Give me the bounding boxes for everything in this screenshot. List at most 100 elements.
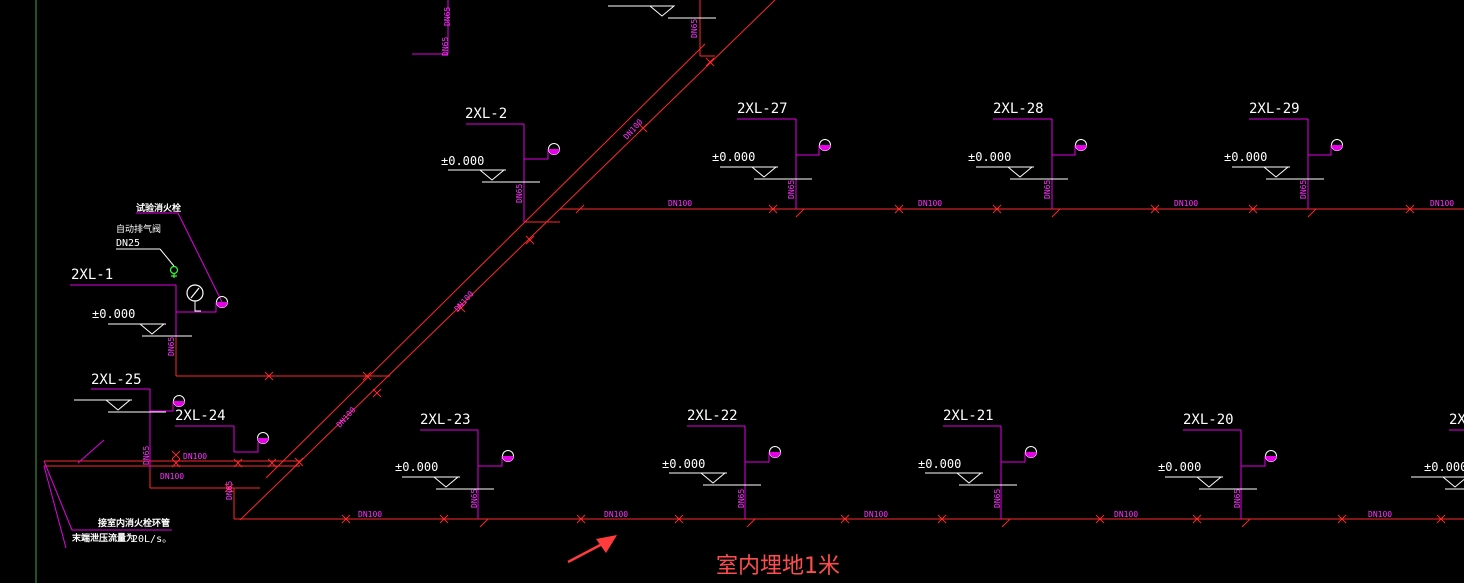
pipe-size-label-dn65: DN65 xyxy=(1233,489,1242,508)
gate-valve-mark xyxy=(362,371,372,381)
pipe-slash-mark xyxy=(795,208,805,218)
elevation-label: ±0.000 xyxy=(1424,460,1464,474)
riser-label-2xl-1: 2XL-1 xyxy=(71,267,113,283)
riser-label-2xl-29: 2XL-29 xyxy=(1249,101,1300,117)
gate-valve-mark xyxy=(171,458,181,468)
elevation-marker-icon xyxy=(699,472,727,484)
elevation-label: ±0.000 xyxy=(1224,150,1267,164)
pipe-size-label-dn100: DN100 xyxy=(864,510,888,519)
riser-label-2xl-20: 2XL-20 xyxy=(1183,412,1234,428)
hydrant-branch xyxy=(478,456,503,467)
symbol-layer xyxy=(104,5,1464,488)
elevation-marker-icon xyxy=(648,5,676,17)
gate-valve-mark xyxy=(992,204,1002,214)
hydrant-icon xyxy=(1025,452,1037,458)
elevation-label: ±0.000 xyxy=(395,460,438,474)
pipe-size-label-dn65: DN65 xyxy=(690,19,699,38)
pipe-size-label-dn65: DN65 xyxy=(1299,180,1308,199)
riser-label-2xl-27: 2XL-27 xyxy=(737,101,788,117)
pipe-size-label-dn100: DN100 xyxy=(183,452,207,461)
pipe-size-label-dn100: DN100 xyxy=(335,405,358,429)
leader-line xyxy=(43,465,67,549)
pipe-size-label-dn100: DN100 xyxy=(1174,199,1198,208)
gate-valve-mark xyxy=(267,458,277,468)
pipe-size-label-dn65: DN65 xyxy=(142,446,151,465)
pipe-size-label-dn65: DN65 xyxy=(443,7,452,26)
loop-connection-label: 接室内消火栓环管 xyxy=(98,517,170,529)
pipe-size-label-dn65: DN65 xyxy=(515,184,524,203)
auto-vent-valve-icon xyxy=(169,265,179,275)
hydrant-branch xyxy=(234,442,259,453)
pipe-slash-mark xyxy=(1307,208,1317,218)
pipe-size-label-dn65: DN65 xyxy=(470,489,479,508)
pipe-size-label-dn65: DN65 xyxy=(737,489,746,508)
pipe-slash-mark xyxy=(1001,518,1011,528)
gate-valve-mark xyxy=(894,204,904,214)
elevation-marker-icon xyxy=(955,472,983,484)
pipe-size-label-dn65: DN65 xyxy=(993,489,1002,508)
elevation-marker-icon xyxy=(1195,476,1223,488)
hydrant-icon xyxy=(257,438,269,444)
pressure-gauge-icon xyxy=(194,301,201,312)
leader-lines xyxy=(70,0,1464,519)
riser-label-2xl-24: 2XL-24 xyxy=(175,408,226,424)
gate-valve-mark xyxy=(576,514,586,524)
elevation-marker-icon xyxy=(1262,166,1290,178)
gate-valve-mark xyxy=(439,514,449,524)
elevation-marker-icon xyxy=(432,476,460,488)
hydrant-icon xyxy=(548,149,560,155)
elevation-label: ±0.000 xyxy=(662,457,705,471)
gate-valve-mark xyxy=(1150,204,1160,214)
gate-valve-mark xyxy=(674,514,684,524)
pipe-slash-mark xyxy=(479,518,489,528)
hydrant-icon xyxy=(1265,456,1277,462)
pipe-size-label-dn100: DN100 xyxy=(668,199,692,208)
gate-valve-mark xyxy=(171,450,181,460)
hydrant-branch xyxy=(176,302,217,313)
auto-vent-valve-label: 自动排气阀 xyxy=(116,223,161,235)
test-hydrant-label: 试验消火栓 xyxy=(136,202,181,214)
gate-valve-mark xyxy=(1248,204,1258,214)
hydrant-branch xyxy=(745,452,770,463)
gate-valve-mark xyxy=(1337,514,1347,524)
pipe-slash-mark xyxy=(1051,208,1061,218)
hydrant-icon xyxy=(502,456,514,462)
relief-flow-label: 末端泄压流量为 xyxy=(71,532,135,544)
pipe-size-label-dn100: DN100 xyxy=(1114,510,1138,519)
gate-valve-mark xyxy=(638,123,648,133)
gate-valve-mark xyxy=(525,235,535,245)
pipe-size-label-dn100: DN100 xyxy=(1430,199,1454,208)
hydrant-branch xyxy=(1001,452,1026,463)
pipe-size-label-dn65: DN65 xyxy=(225,481,234,500)
gate-valve-mark xyxy=(840,514,850,524)
leader-line xyxy=(77,439,105,464)
hydrant-icon xyxy=(216,302,228,308)
elevation-label: ±0.000 xyxy=(1158,460,1201,474)
hydrant-branch xyxy=(524,149,549,160)
pipe-size-label-dn100: DN100 xyxy=(604,510,628,519)
relief-flow-value: 20L/s。 xyxy=(132,534,172,545)
pipe-size-label-dn65: DN65 xyxy=(1043,180,1052,199)
gate-valve-mark xyxy=(1192,514,1202,524)
elevation-marker-icon xyxy=(138,323,166,335)
gate-valve-mark xyxy=(341,514,351,524)
elevation-marker-icon xyxy=(478,169,506,181)
elevation-label: ±0.000 xyxy=(712,150,755,164)
gate-valve-mark xyxy=(937,514,947,524)
gate-valve-mark xyxy=(224,483,234,493)
elevation-label: ±0.000 xyxy=(968,150,1011,164)
pipe-size-label-dn65: DN65 xyxy=(787,180,796,199)
pipe-size-label-dn65: DN65 xyxy=(441,37,450,56)
hydrant-branch xyxy=(1241,456,1266,467)
hydrant-branch xyxy=(796,145,820,156)
gate-valve-mark xyxy=(372,388,382,398)
pipe-size-label-dn100: DN100 xyxy=(160,472,184,481)
elevation-label: ±0.000 xyxy=(441,154,484,168)
gate-valve-mark xyxy=(1095,514,1105,524)
hydrant-branch xyxy=(1308,145,1332,156)
leader-line xyxy=(159,248,175,267)
pipe-size-label-dn100: DN100 xyxy=(918,199,942,208)
riser-label-2xl-28: 2XL-28 xyxy=(993,101,1044,117)
riser-label-2xl-22: 2XL-22 xyxy=(687,408,738,424)
